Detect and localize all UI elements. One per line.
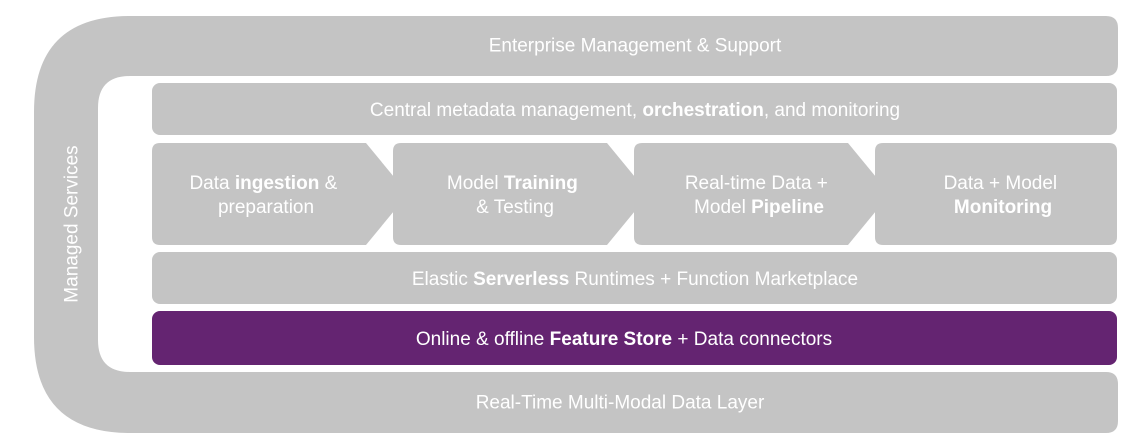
serverless-runtimes-bar <box>152 252 1117 304</box>
feature-store-label: Online & offline Feature Store + Data co… <box>416 329 832 350</box>
managed-services-frame <box>34 16 1118 433</box>
stage-ingestion-label: Data ingestion & preparation <box>189 173 342 218</box>
managed-services-label: Managed Services <box>62 145 83 302</box>
stage-ingestion-shape <box>152 143 408 245</box>
stage-pipeline-shape <box>634 143 890 245</box>
stage-training-shape <box>393 143 649 245</box>
stage-monitoring-label: Data + Model Monitoring <box>944 173 1063 218</box>
stage-monitoring-shape <box>875 143 1117 245</box>
metadata-management-bar <box>152 83 1117 135</box>
stage-training-label: Model Training & Testing <box>447 173 583 218</box>
serverless-runtimes-label: Elastic Serverless Runtimes + Function M… <box>412 269 858 290</box>
data-layer-label: Real-Time Multi-Modal Data Layer <box>476 393 765 414</box>
feature-store-bar <box>152 311 1117 365</box>
enterprise-management-label: Enterprise Management & Support <box>489 36 782 57</box>
metadata-management-label: Central metadata management, orchestrati… <box>370 100 900 121</box>
stage-pipeline-label: Real-time Data + Model Pipeline <box>685 173 833 218</box>
